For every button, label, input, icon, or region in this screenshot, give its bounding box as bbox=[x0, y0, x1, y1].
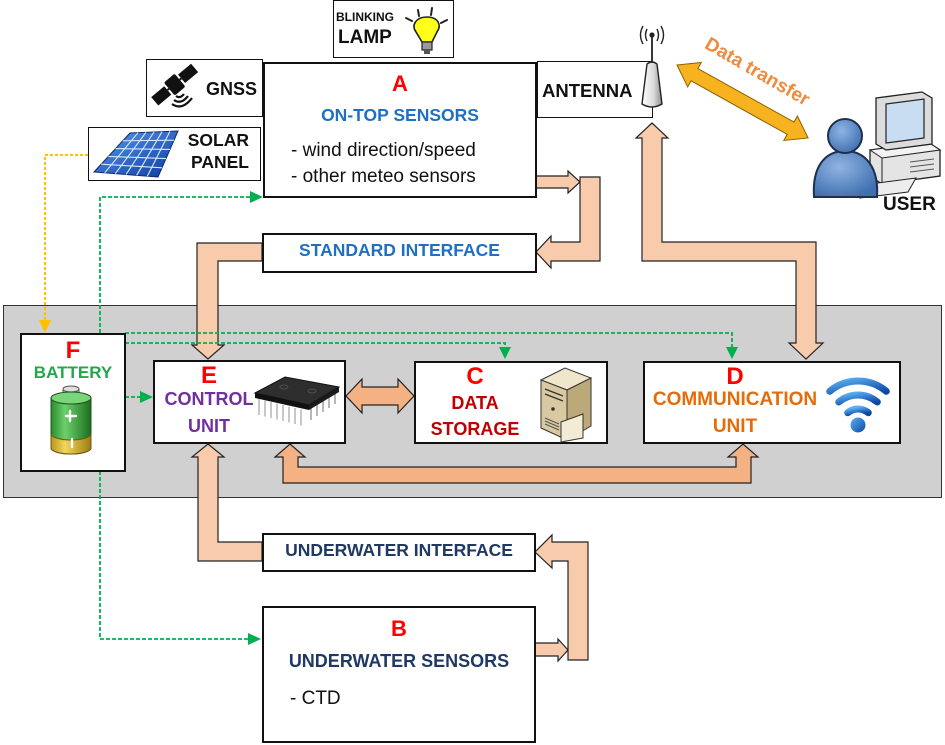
data-storage-line2: STORAGE bbox=[430, 419, 520, 439]
blinking-lamp-box: BLINKING LAMP bbox=[333, 0, 454, 58]
standard-interface-box: STANDARD INTERFACE bbox=[262, 233, 537, 273]
power-arrowhead-d bbox=[726, 347, 738, 359]
control-unit-line1: CONTROL bbox=[164, 389, 254, 409]
arrow-e-c-bidirectional bbox=[345, 377, 415, 415]
arrow-bus-to-standard-interface bbox=[535, 176, 601, 270]
solar-label-line1: SOLAR bbox=[187, 130, 249, 150]
standard-interface-label: STANDARD INTERFACE bbox=[299, 240, 500, 260]
power-line-to-d bbox=[125, 332, 733, 348]
on-top-sensors-title: ON-TOP SENSORS bbox=[321, 105, 479, 125]
solar-charging-line bbox=[44, 154, 88, 321]
block-letter-f: F bbox=[65, 337, 81, 364]
on-top-sensors-list: - wind direction/speed - other meteo sen… bbox=[291, 138, 476, 190]
arrow-e-d-bus-bidirectional bbox=[273, 443, 760, 484]
control-unit-line2: UNIT bbox=[188, 416, 230, 436]
battery-title: BATTERY bbox=[33, 363, 113, 382]
server-icon bbox=[539, 367, 593, 443]
lightbulb-icon bbox=[405, 7, 448, 54]
underwater-sensors-title: UNDERWATER SENSORS bbox=[288, 651, 510, 671]
arrow-antenna-d-bidirectional bbox=[634, 122, 825, 360]
lamp-label-line1: BLINKING bbox=[336, 10, 394, 24]
lamp-label-line2: LAMP bbox=[338, 27, 392, 48]
block-letter-c: C bbox=[466, 363, 484, 390]
power-line-to-a bbox=[99, 196, 252, 333]
satellite-icon bbox=[151, 63, 199, 108]
solar-charging-arrowhead bbox=[39, 320, 51, 333]
arrow-b-to-bus bbox=[534, 637, 569, 663]
power-arrowhead-c bbox=[499, 347, 511, 359]
data-storage-box: C DATA STORAGE bbox=[414, 361, 608, 444]
power-line-to-b bbox=[99, 471, 249, 640]
gnss-label: GNSS bbox=[206, 79, 258, 99]
antenna-label: ANTENNA bbox=[542, 80, 633, 101]
power-arrowhead-b bbox=[248, 633, 261, 645]
gnss-box: GNSS bbox=[146, 59, 263, 117]
communication-unit-line2: UNIT bbox=[712, 416, 758, 437]
battery-box: F BATTERY bbox=[20, 333, 126, 472]
antenna-box: ANTENNA bbox=[537, 61, 653, 118]
block-letter-a: A bbox=[392, 71, 408, 96]
underwater-interface-box: UNDERWATER INTERFACE bbox=[262, 533, 536, 572]
arrow-underwater-interface-to-e bbox=[190, 443, 263, 562]
user-label: USER bbox=[883, 194, 936, 215]
power-line-to-c bbox=[125, 342, 506, 347]
underwater-sensors-box: B UNDERWATER SENSORS - CTD bbox=[262, 606, 536, 743]
solar-panel-box: SOLAR PANEL bbox=[88, 127, 261, 181]
arrow-a-to-bus bbox=[535, 169, 581, 195]
solar-label-line2: PANEL bbox=[190, 152, 249, 172]
arrow-standard-interface-to-e bbox=[190, 242, 263, 360]
control-unit-box: E CONTROL UNIT bbox=[153, 360, 346, 444]
data-storage-line1: DATA bbox=[451, 393, 499, 413]
block-letter-e: E bbox=[200, 362, 217, 389]
on-top-sensors-box: A ON-TOP SENSORS - wind direction/speed … bbox=[263, 62, 537, 198]
microchip-icon bbox=[253, 376, 341, 426]
power-arrowhead-e bbox=[140, 391, 153, 403]
underwater-interface-label: UNDERWATER INTERFACE bbox=[285, 540, 513, 560]
solar-panel-icon bbox=[92, 130, 179, 178]
sensor-item: - CTD bbox=[290, 688, 341, 709]
data-transfer-arrow bbox=[676, 61, 809, 142]
user-computer-icon bbox=[812, 91, 942, 199]
battery-icon bbox=[50, 385, 92, 455]
block-letter-d: D bbox=[726, 363, 744, 390]
communication-unit-box: D COMMUNICATION UNIT bbox=[643, 361, 901, 444]
antenna-icon bbox=[639, 25, 665, 108]
wifi-icon bbox=[826, 377, 890, 433]
power-arrowhead-a bbox=[250, 191, 263, 203]
sensor-item: - wind direction/speed bbox=[291, 140, 476, 161]
block-letter-b: B bbox=[391, 616, 407, 641]
arrow-bus-to-underwater-interface bbox=[534, 533, 589, 661]
communication-unit-line1: COMMUNICATION bbox=[652, 389, 818, 410]
sensor-item: - other meteo sensors bbox=[291, 166, 476, 187]
